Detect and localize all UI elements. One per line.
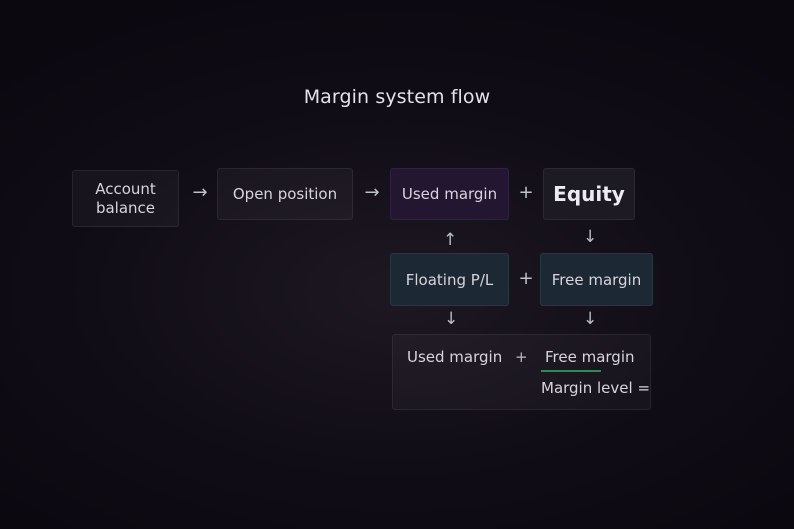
- plus-icon: +: [518, 182, 534, 203]
- node-used-margin-label: Used margin: [401, 185, 498, 203]
- node-account-balance: Account balance: [72, 170, 179, 227]
- arrow-down-icon: ↓: [583, 309, 598, 329]
- node-open-position: Open position: [217, 168, 353, 220]
- node-open-position-label: Open position: [232, 185, 338, 203]
- formula-margin-level-label: Margin level =: [541, 379, 651, 397]
- formula-term-free-margin: Free margin: [545, 348, 635, 366]
- arrow-down-icon: ↓: [444, 309, 459, 329]
- arrow-up-icon: ↑: [443, 230, 458, 250]
- node-equity-label: Equity: [553, 182, 625, 206]
- arrow-right-icon: →: [192, 182, 208, 203]
- node-account-balance-line1: Account: [95, 179, 156, 198]
- formula-underline: [541, 370, 601, 372]
- node-account-balance-line2: balance: [95, 198, 156, 217]
- margin-level-formula-box: Used margin + Free margin Margin level =: [392, 334, 651, 410]
- formula-plus-operator: +: [515, 348, 528, 366]
- node-free-margin-label: Free margin: [551, 270, 642, 289]
- node-equity: Equity: [543, 168, 635, 220]
- diagram-title: Margin system flow: [303, 86, 491, 108]
- arrow-right-icon: →: [364, 182, 380, 203]
- formula-term-used-margin: Used margin: [407, 348, 503, 366]
- arrow-down-icon: ↓: [583, 227, 598, 247]
- plus-icon: +: [518, 268, 534, 289]
- node-floating-pl-label: Floating P/L: [405, 270, 494, 289]
- node-floating-pl: Floating P/L: [390, 253, 509, 306]
- node-free-margin: Free margin: [540, 253, 653, 306]
- node-used-margin: Used margin: [390, 168, 509, 220]
